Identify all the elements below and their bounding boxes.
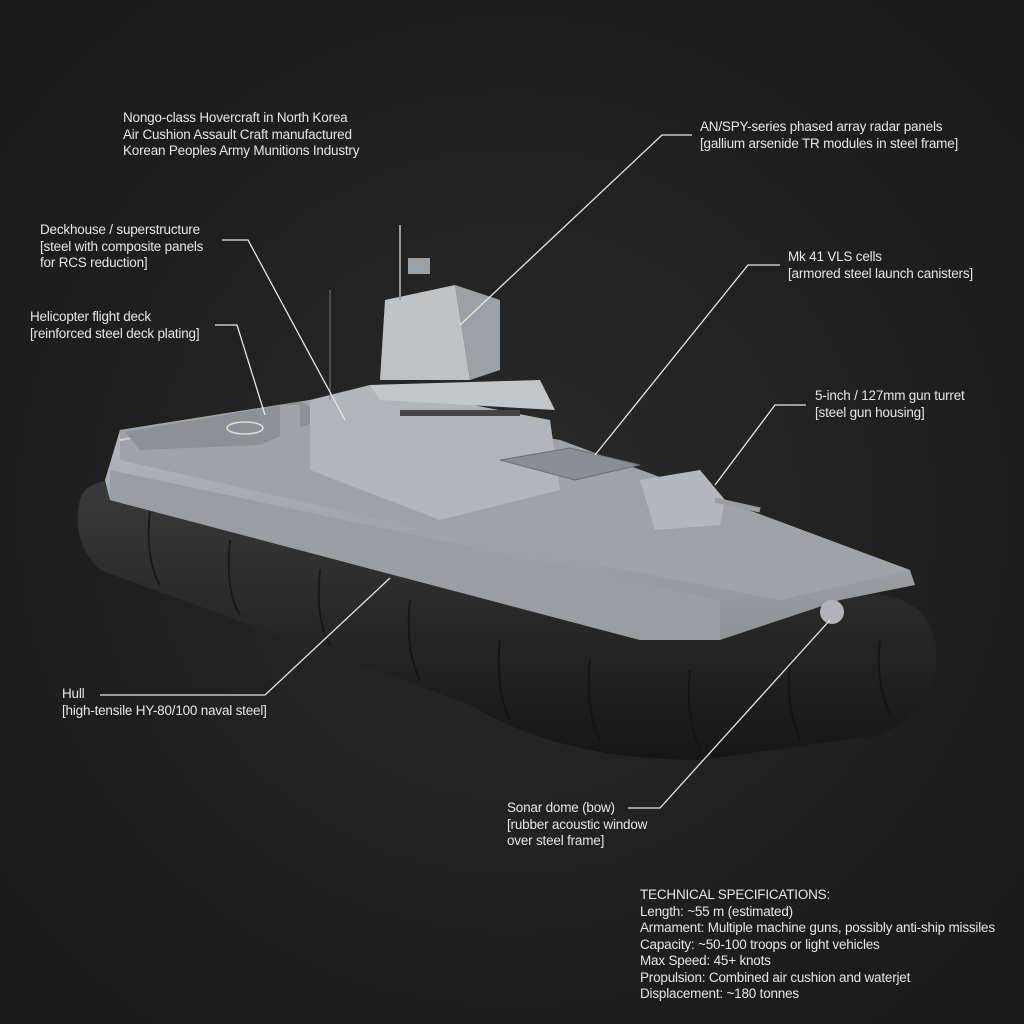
spec-line: Max Speed: 45+ knots [640,953,771,968]
gun-turret [640,470,761,530]
title-line: Korean Peoples Army Munitions Industry [123,143,360,158]
callout-material: [steel with composite panels [40,238,204,254]
callout-vls: Mk 41 VLS cells [armored steel launch ca… [788,249,973,282]
callout-material: for RCS reduction] [40,255,148,270]
helicopter-flight-deck [125,402,330,450]
callout-deckhouse: Deckhouse / superstructure [steel with c… [40,222,203,272]
leader-line-helideck [215,324,266,416]
callout-label: Sonar dome (bow) [507,800,615,815]
callout-label: 5-inch / 127mm gun turret [815,388,965,403]
callout-material: [rubber acoustic window [507,816,648,832]
callout-label: Helicopter flight deck [30,309,151,324]
leader-line-deckhouse [222,239,346,421]
callout-hull: Hull [high-tensile HY-80/100 naval steel… [62,686,267,719]
spec-line: Propulsion: Combined air cushion and wat… [640,969,911,985]
leader-line-radar [459,134,692,326]
spec-line: Length: ~55 m (estimated) [640,903,793,919]
callout-label: Mk 41 VLS cells [788,249,882,264]
callout-material: over steel frame] [507,833,605,848]
air-cushion-skirt [77,480,937,760]
title-block: Nongo-class Hovercraft in North Korea Ai… [123,110,359,160]
callout-gun: 5-inch / 127mm gun turret [steel gun hou… [815,388,965,421]
callout-radar: AN/SPY-series phased array radar panels … [700,119,958,152]
callout-label: Deckhouse / superstructure [40,222,200,237]
vls-cells [499,447,641,481]
callout-material: [gallium arsenide TR modules in steel fr… [700,135,959,151]
leader-line-sonar [628,619,831,809]
title-line: Nongo-class Hovercraft in North Korea [123,110,348,125]
sonar-dome [820,600,844,624]
deckhouse [280,225,560,520]
leader-line-vls [594,264,780,456]
callout-material: [reinforced steel deck plating] [30,325,200,341]
callout-label: Hull [62,686,85,701]
spec-line: Displacement: ~180 tonnes [640,986,799,1001]
callout-material: [high-tensile HY-80/100 naval steel] [62,702,267,718]
spec-line: Capacity: ~50-100 troops or light vehicl… [640,936,880,952]
callout-label: AN/SPY-series phased array radar panels [700,119,943,134]
leader-lines [100,134,831,809]
title-line: Air Cushion Assault Craft manufactured [123,126,352,142]
callout-material: [steel gun housing] [815,404,925,420]
callout-helideck: Helicopter flight deck [reinforced steel… [30,309,200,342]
callout-material: [armored steel launch canisters] [788,265,973,281]
leader-line-hull [100,577,391,696]
leader-line-gun [714,404,806,486]
specs-block: TECHNICAL SPECIFICATIONS: Length: ~55 m … [640,887,995,1003]
spec-line: Armament: Multiple machine guns, possibl… [640,920,995,935]
specs-heading: TECHNICAL SPECIFICATIONS: [640,887,831,902]
callout-sonar: Sonar dome (bow) [rubber acoustic window… [507,800,647,850]
